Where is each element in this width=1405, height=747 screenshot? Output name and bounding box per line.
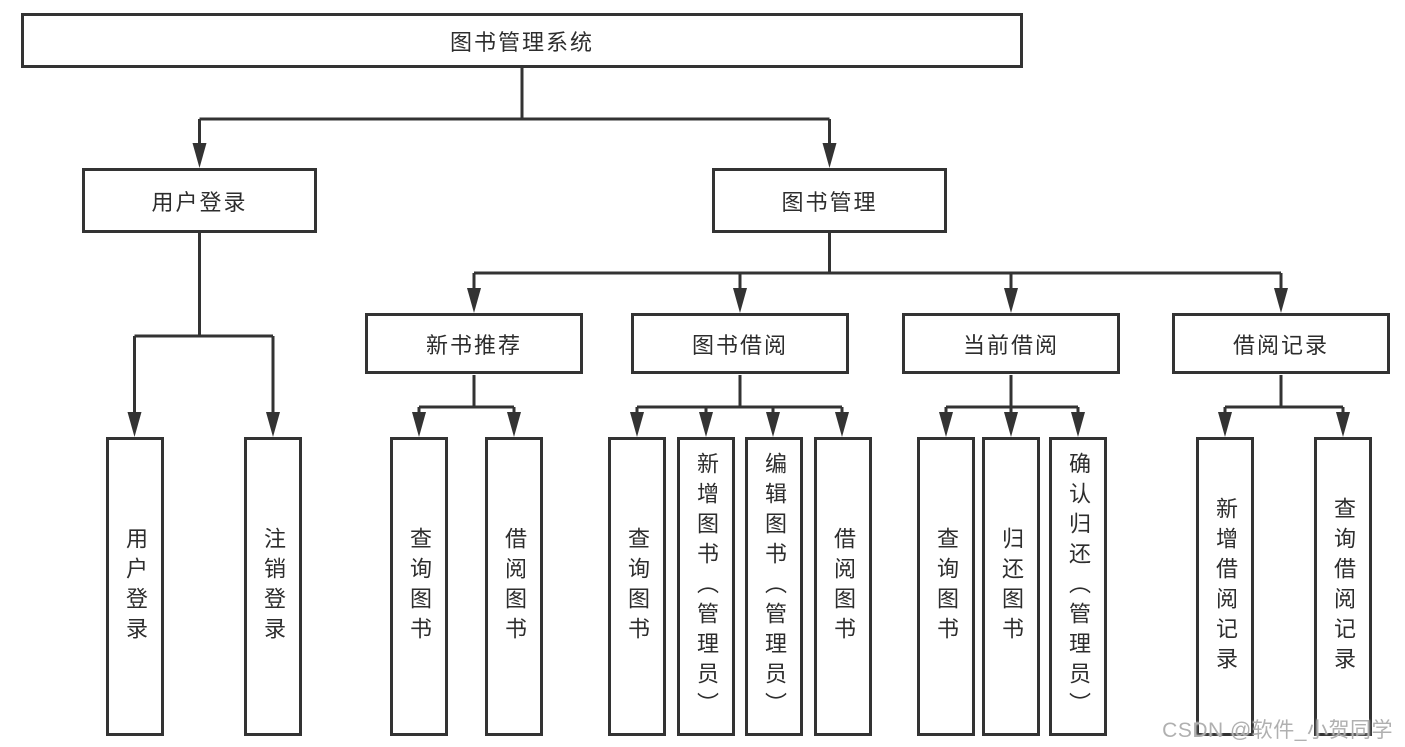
edge-book-mgmt-to-level3 [472, 233, 1283, 292]
node-borrowing-records: 借阅记录 [1172, 313, 1390, 374]
arrow-icon [467, 288, 481, 313]
edge-root-to-level2 [198, 68, 831, 147]
node-label: 当前借阅 [962, 332, 1059, 358]
node-book-borrowing: 图书借阅 [631, 313, 849, 374]
leaf-borrow-book-recommend: 借阅图书 [485, 437, 543, 736]
arrow-icon [412, 412, 426, 437]
edge-user-login-to-children [133, 233, 275, 416]
arrow-icon [1274, 288, 1288, 313]
node-book-management: 图书管理 [712, 168, 947, 233]
leaf-borrow-book: 借阅图书 [814, 437, 872, 736]
arrow-icon [733, 288, 747, 313]
node-label: 图书管理系统 [449, 29, 594, 55]
edge-book-borrowing-to-children [635, 375, 844, 416]
node-user-login: 用户登录 [82, 168, 317, 233]
node-label: 借阅图书 [831, 526, 856, 647]
leaf-query-book-borrowing: 查询图书 [608, 437, 666, 736]
leaf-user-login: 用户登录 [106, 437, 164, 736]
leaf-confirm-return-admin: 确认归还（管理员） [1049, 437, 1107, 736]
node-label: 归还图书 [999, 526, 1024, 647]
node-current-borrowing: 当前借阅 [902, 313, 1120, 374]
node-new-book-recommend: 新书推荐 [365, 313, 583, 374]
arrow-icon [127, 412, 142, 437]
arrow-icon [630, 412, 644, 437]
leaf-edit-book-admin: 编辑图书（管理员） [745, 437, 803, 736]
arrow-icon [1218, 412, 1232, 437]
leaf-logout: 注销登录 [244, 437, 302, 736]
arrow-icon [939, 412, 953, 437]
leaf-return-book: 归还图书 [982, 437, 1040, 736]
node-label: 确认归还（管理员） [1066, 451, 1091, 722]
edge-borrowing-records-to-children [1223, 375, 1345, 416]
arrow-icon [192, 143, 207, 168]
arrow-icon [1004, 288, 1018, 313]
node-label: 编辑图书（管理员） [762, 451, 787, 722]
node-label: 新增图书（管理员） [694, 451, 719, 722]
arrow-icon [1004, 412, 1018, 437]
node-label: 借阅记录 [1232, 332, 1329, 358]
arrow-icon [266, 412, 280, 437]
leaf-query-borrow-record: 查询借阅记录 [1314, 437, 1372, 736]
node-label: 图书借阅 [691, 332, 788, 358]
node-label: 用户登录 [151, 189, 248, 215]
node-label: 用户登录 [123, 526, 148, 647]
edge-current-borrowing-to-children [944, 375, 1080, 416]
node-label: 借阅图书 [502, 526, 527, 647]
leaf-add-borrow-record: 新增借阅记录 [1196, 437, 1254, 736]
arrow-icon [1336, 412, 1350, 437]
node-label: 注销登录 [261, 526, 286, 647]
arrow-icon [1071, 412, 1085, 437]
node-library-system: 图书管理系统 [21, 13, 1023, 68]
arrow-icon [822, 143, 837, 168]
node-label: 新增借阅记录 [1213, 496, 1238, 677]
leaf-query-book-recommend: 查询图书 [390, 437, 448, 736]
edge-new-book-recommend-to-children [417, 375, 516, 416]
arrow-icon [766, 412, 780, 437]
node-label: 查询图书 [407, 526, 432, 647]
node-label: 新书推荐 [425, 332, 522, 358]
arrow-icon [835, 412, 849, 437]
node-label: 图书管理 [781, 189, 878, 215]
node-label: 查询图书 [625, 526, 650, 647]
leaf-query-book-current: 查询图书 [917, 437, 975, 736]
node-label: 查询借阅记录 [1331, 496, 1356, 677]
arrow-icon [699, 412, 713, 437]
arrow-icon [507, 412, 521, 437]
csdn-watermark: CSDN @软件_小贺同学 [1162, 719, 1393, 742]
leaf-add-book-admin: 新增图书（管理员） [677, 437, 735, 736]
node-label: 查询图书 [934, 526, 959, 647]
